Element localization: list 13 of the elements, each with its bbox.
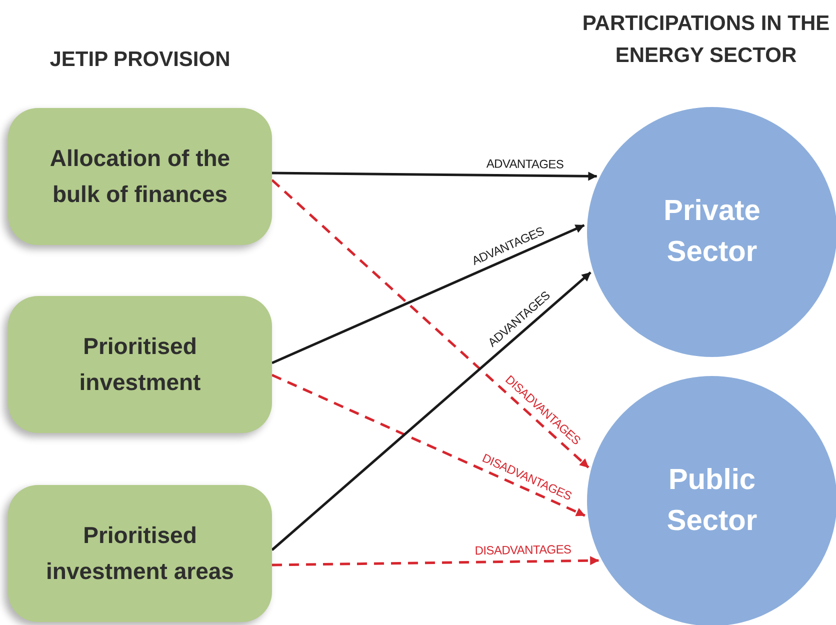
arrow [271,272,592,551]
arrow [272,172,598,181]
edge-label: ADVANTAGES [486,157,564,170]
arrow [271,374,586,517]
provision-box: Prioritised investment [8,296,272,433]
provision-box: Allocation of the bulk of finances [8,108,272,245]
arrow [271,179,590,468]
provision-box: Prioritised investment areas [8,485,272,622]
edge-label: DISADVANTAGES [475,542,572,556]
arrow [272,556,600,566]
arrow [272,224,585,364]
column-heading: PARTICIPATIONS IN THE ENERGY SECTOR [581,11,831,68]
column-heading: JETIP PROVISION [48,47,232,73]
